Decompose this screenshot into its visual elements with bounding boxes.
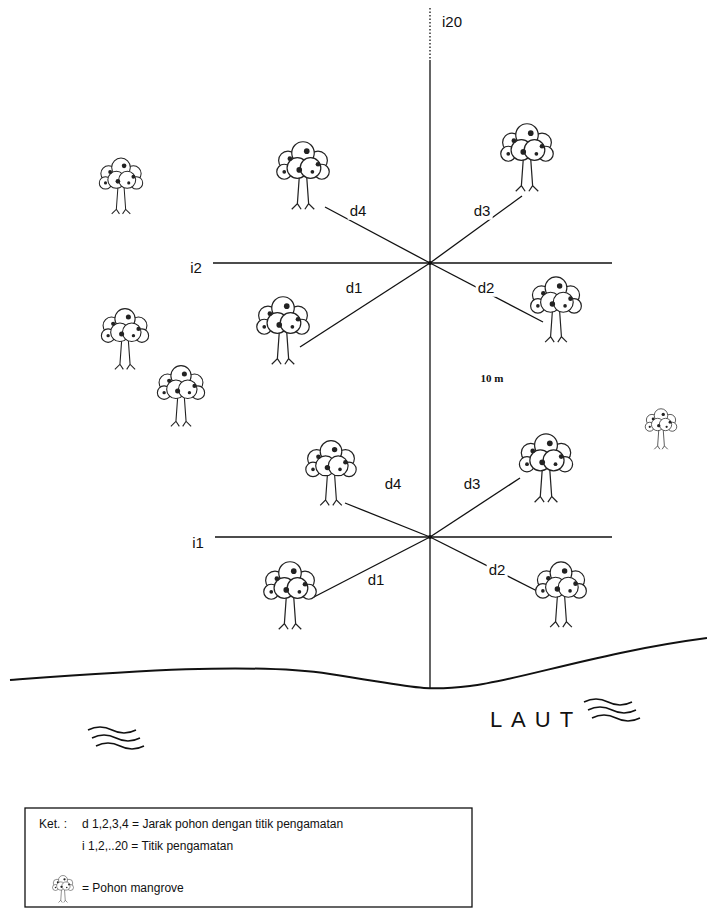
legend-tree-icon — [53, 876, 74, 903]
legend-entry: d 1,2,3,4 = Jarak pohon dengan titik pen… — [82, 818, 343, 831]
transect-lines — [213, 8, 612, 688]
legend-entry: = Pohon mangrove — [82, 882, 184, 895]
distance-label: d2 — [487, 562, 508, 579]
distance-label: d3 — [462, 476, 483, 493]
coastline — [10, 638, 707, 688]
distance-label: d3 — [472, 203, 493, 220]
distance-label: d2 — [476, 280, 497, 297]
observation-point-label: i20 — [440, 14, 464, 31]
distance-dimension: 10 m — [479, 372, 506, 384]
observation-point-label: i2 — [188, 260, 204, 277]
distance-label: d1 — [344, 280, 365, 297]
distance-label: d1 — [366, 572, 387, 589]
mangrove-trees — [99, 124, 676, 630]
distance-label: d4 — [348, 203, 369, 220]
legend-heading: Ket. : — [37, 818, 69, 831]
distance-label: d4 — [383, 476, 404, 493]
water-marks — [88, 699, 640, 749]
legend-box — [25, 808, 472, 907]
observation-point-label: i1 — [190, 535, 206, 552]
sea-label: LAUT — [488, 708, 584, 732]
legend-entry: i 1,2,..20 = Titik pengamatan — [82, 840, 233, 853]
